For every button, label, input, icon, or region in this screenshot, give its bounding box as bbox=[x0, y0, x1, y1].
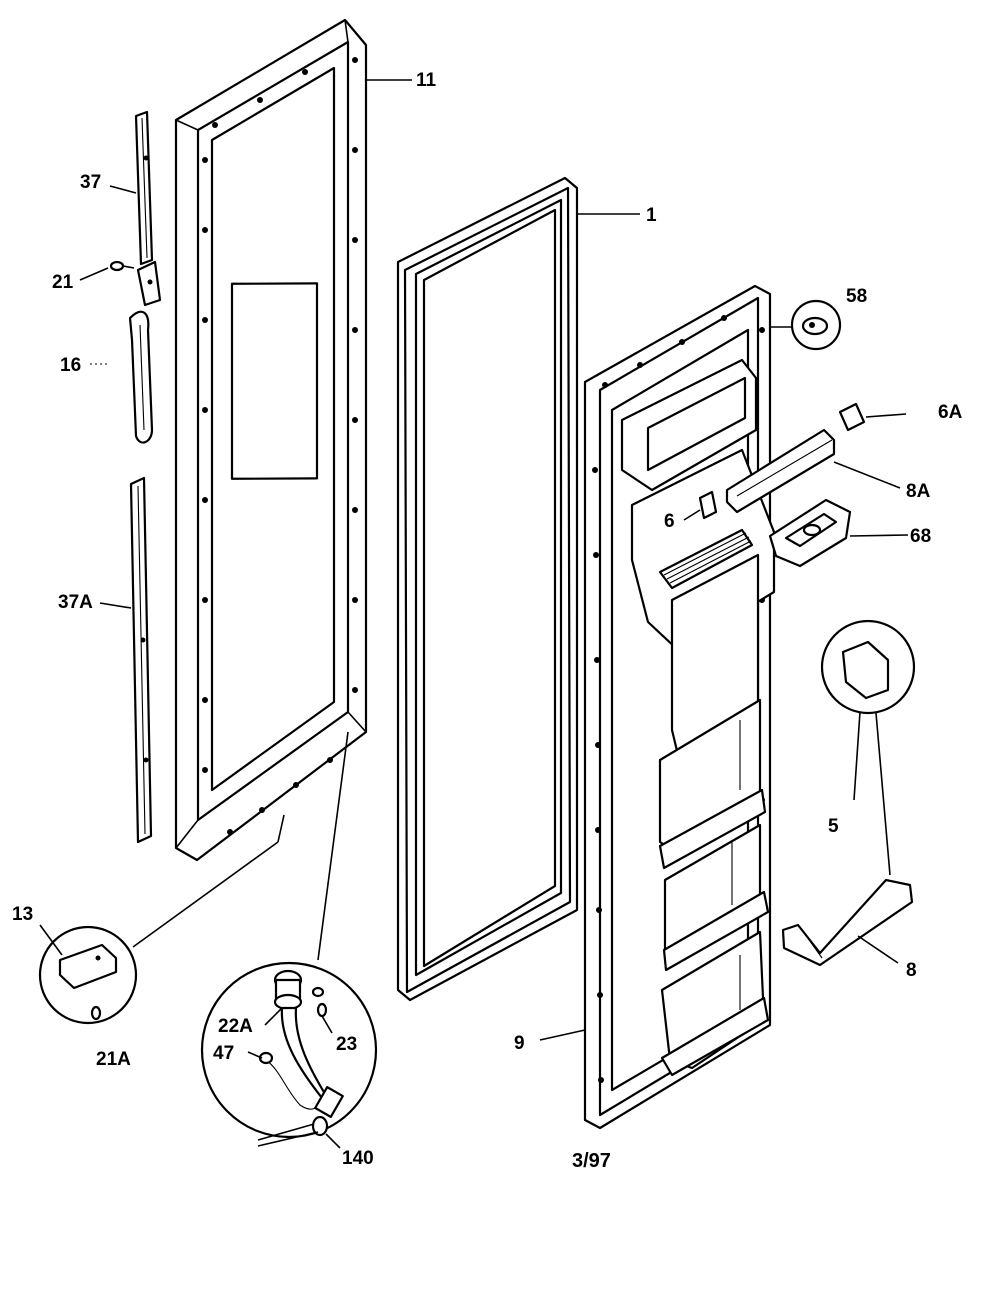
date-code: 3/97 bbox=[572, 1150, 611, 1172]
label-8a: 8A bbox=[906, 481, 931, 502]
label-11: 11 bbox=[416, 70, 437, 91]
label-21: 21 bbox=[52, 272, 74, 293]
detail-circle-wiring bbox=[200, 731, 378, 1147]
part-labels: 11 1 37 21 16 37A 58 6A 8A 6 68 5 8 13 2… bbox=[12, 70, 963, 1172]
hinge-bracket bbox=[136, 260, 162, 307]
label-6a: 6A bbox=[938, 402, 963, 423]
detail-circle-13 bbox=[38, 814, 285, 1025]
detail-circle-5 bbox=[820, 619, 916, 876]
label-58: 58 bbox=[846, 286, 867, 307]
label-22a: 22A bbox=[218, 1016, 253, 1037]
label-5: 5 bbox=[828, 816, 839, 837]
label-23: 23 bbox=[336, 1034, 357, 1055]
label-13: 13 bbox=[12, 904, 33, 925]
label-21a: 21A bbox=[96, 1049, 131, 1070]
label-140: 140 bbox=[342, 1148, 374, 1169]
outer-door-panel bbox=[174, 18, 368, 862]
door-gasket bbox=[396, 176, 579, 1002]
trim-strip-top bbox=[134, 110, 154, 266]
switch-6 bbox=[698, 490, 718, 520]
label-6: 6 bbox=[664, 511, 675, 532]
label-68: 68 bbox=[910, 526, 931, 547]
label-1: 1 bbox=[646, 205, 657, 226]
actuator-68 bbox=[768, 498, 852, 568]
screw-21 bbox=[109, 260, 135, 272]
inner-door-liner bbox=[583, 284, 776, 1130]
door-handle-16 bbox=[128, 310, 154, 444]
label-8: 8 bbox=[906, 960, 917, 981]
detail-circle-58 bbox=[790, 299, 842, 351]
label-37: 37 bbox=[80, 172, 101, 193]
label-47: 47 bbox=[213, 1043, 234, 1064]
trim-strip-bottom bbox=[129, 476, 153, 844]
label-37a: 37A bbox=[58, 592, 93, 613]
outer-door-screw-holes bbox=[202, 57, 358, 835]
slide-rail-8a bbox=[725, 428, 836, 514]
label-16: 16 bbox=[60, 355, 81, 376]
shelf-bar-8 bbox=[781, 878, 914, 967]
leader-lines bbox=[39, 79, 909, 1149]
label-9: 9 bbox=[514, 1033, 525, 1054]
clip-6a bbox=[838, 402, 907, 432]
